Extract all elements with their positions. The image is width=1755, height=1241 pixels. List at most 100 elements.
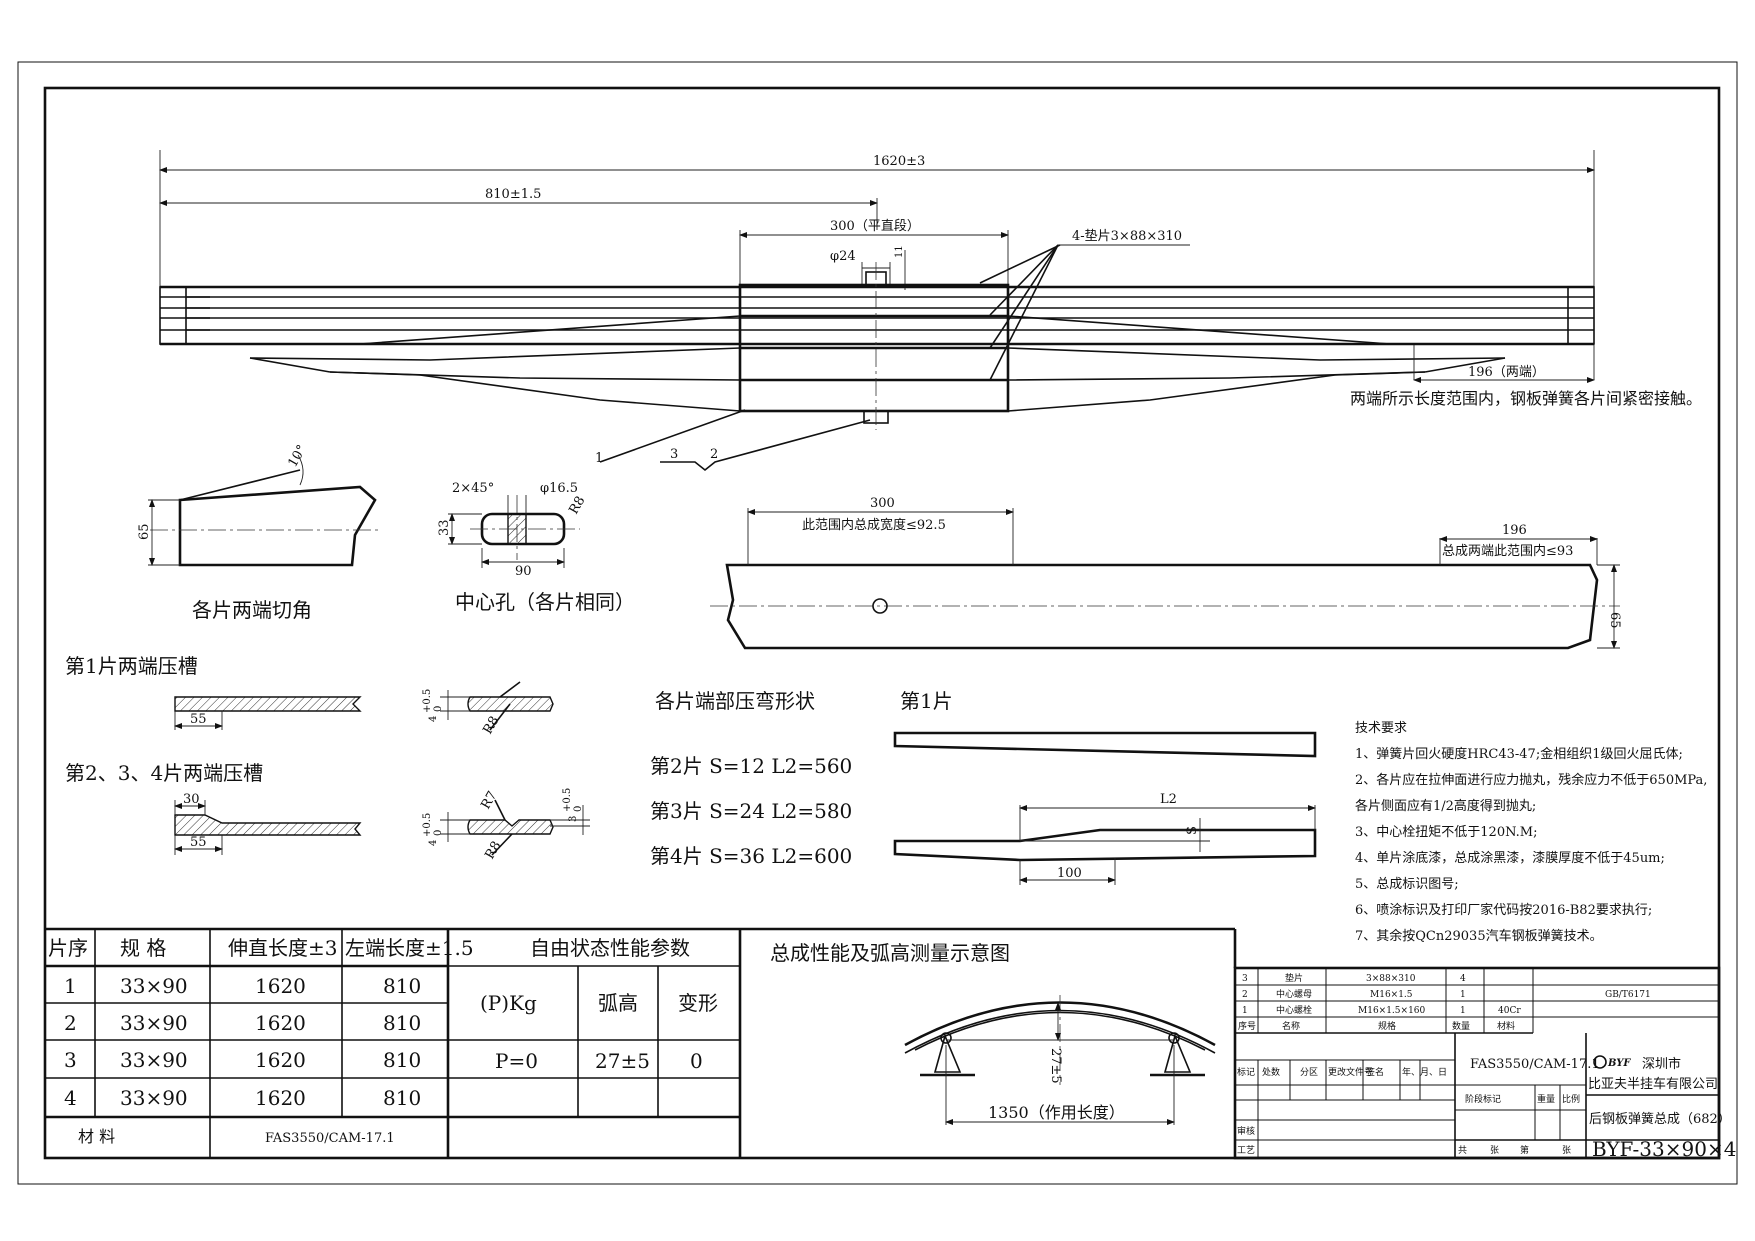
sheet-label: 张 [1562, 1145, 1571, 1156]
perf-val-arc: 27±5 [595, 1049, 650, 1073]
center-hole-chamfer: 2×45° [452, 481, 494, 496]
dim-total-length: 1620±3 [873, 154, 925, 169]
perf-col-arc: 弧高 [598, 991, 638, 1015]
spec-cell: 1620 [255, 974, 306, 998]
groove1-depth: 4 [428, 716, 439, 722]
groove234-radius7: R7 [478, 789, 500, 812]
center-hole-title: 中心孔（各片相同） [455, 590, 635, 614]
sheet-label: 共 [1458, 1145, 1467, 1156]
spec-material-value: FAS3550/CAM-17.1 [265, 1131, 395, 1146]
spec-cell: 33×90 [120, 1011, 188, 1035]
tech-item: 5、总成标识图号; [1355, 877, 1459, 892]
top-view-len-300: 300 [870, 496, 895, 511]
leaf1-len100: 100 [1057, 866, 1082, 881]
logo-text: BYF [1607, 1058, 1631, 1069]
top-view: 300 此范围内总成宽度≤92.5 196 总成两端此范围内≤93 65 [710, 496, 1622, 650]
rev-col: 分区 [1300, 1067, 1318, 1078]
bom-cell: 1 [1242, 1006, 1248, 1016]
groove1-tol: +0.5 [422, 689, 433, 713]
sheet-label: 第 [1520, 1144, 1529, 1156]
center-hole-thickness: 33 [437, 519, 452, 536]
top-view-note-196: 总成两端此范围内≤93 [1442, 543, 1573, 559]
bend-shape-title: 各片端部压弯形状 [655, 689, 815, 713]
inner-frame [43, 86, 1721, 1160]
groove1-title: 第1片两端压槽 [65, 654, 198, 678]
bom-cell: 4 [1460, 974, 1466, 984]
spec-cell: 2 [64, 1011, 77, 1035]
spec-header-index: 片序 [48, 936, 88, 960]
dim-flat-section: 300（平直段） [830, 219, 920, 234]
part-1-label: 1 [595, 451, 603, 466]
groove234-depth: 4 [428, 840, 439, 846]
end-cut-width: 65 [137, 523, 152, 540]
tech-item: 7、其余按QCn29035汽车钢板弹簧技术。 [1355, 928, 1603, 944]
spec-material-label: 材 料 [78, 1127, 115, 1146]
bom-head: 数量 [1452, 1020, 1470, 1032]
spec-cell: 33×90 [120, 974, 188, 998]
dim-bolt-dia: φ24 [830, 249, 856, 264]
perf-val-deform: 0 [690, 1049, 703, 1073]
bom-cell: 1 [1460, 990, 1466, 1000]
perf-val-load: P=0 [495, 1049, 538, 1073]
bend-row-4: 第4片 S=36 L2=600 [650, 844, 852, 868]
title-material: FAS3550/CAM-17.1 [1470, 1057, 1600, 1072]
tech-item: 2、各片应在拉伸面进行应力抛丸，残余应力不低于650MPa, [1355, 772, 1707, 788]
tech-item: 1、弹簧片回火硬度HRC43-47;金相组织1级回火屈氏体; [1355, 746, 1683, 762]
scale-label: 比例 [1562, 1093, 1580, 1105]
company-line1: 深圳市 [1642, 1056, 1681, 1072]
tech-item: 3、中心栓扭矩不低于120N.M; [1355, 825, 1537, 840]
leaf1-shape-view: 第1片 L2 S 100 [893, 689, 1317, 885]
note-ends-contact: 两端所示长度范围内，钢板弹簧各片间紧密接触。 [1350, 389, 1702, 408]
center-hole-dia: φ16.5 [540, 481, 578, 496]
bom-cell: 40Cr [1498, 1006, 1521, 1016]
groove234-tol: +0.5 [422, 813, 433, 837]
label-pads: 4-垫片3×88×310 [1072, 228, 1182, 244]
weight-label: 重量 [1537, 1093, 1555, 1105]
top-view-width: 65 [1607, 612, 1622, 629]
rev-col: 年、月、日 [1402, 1066, 1447, 1078]
spec-header-spec: 规 格 [120, 936, 166, 960]
tech-item: 4、单片涂底漆，总成涂黑漆，漆膜厚度不低于45um; [1355, 850, 1665, 866]
byf-logo-icon [1593, 1055, 1607, 1069]
bom-cell: 3 [1242, 974, 1248, 984]
top-view-len-196: 196 [1502, 523, 1527, 538]
top-view-note-300: 此范围内总成宽度≤92.5 [802, 517, 946, 533]
bom-cell: 垫片 [1285, 972, 1303, 984]
bom-head: 材料 [1497, 1020, 1515, 1032]
arc-diagram: 总成性能及弧高测量示意图 27±5 1350（作用长度） [770, 929, 1237, 1125]
groove-leaf1: 第1片两端压槽 55 +0.5 0 4 R8 [65, 654, 554, 737]
bom-cell: M16×1.5×160 [1358, 1006, 1426, 1016]
groove234-tol2-r: 0 [573, 806, 584, 812]
groove1-len: 55 [190, 712, 207, 727]
spec-cell: 1620 [255, 1086, 306, 1110]
spec-table: 片序 规 格 伸直长度±3 左端长度±1.5 1 33×90 1620 810 … [45, 927, 1235, 1158]
spec-cell: 33×90 [120, 1086, 188, 1110]
spec-header-left: 左端长度±1.5 [345, 936, 474, 960]
spec-cell: 1620 [255, 1048, 306, 1072]
bend-row-3: 第3片 S=24 L2=580 [650, 799, 852, 823]
perf-col-load: (P)Kg [480, 991, 537, 1015]
groove234-len30: 30 [183, 792, 200, 807]
spec-cell: 810 [383, 1086, 421, 1110]
rev-col: 标记 [1237, 1066, 1255, 1078]
spec-cell: 1 [64, 974, 77, 998]
outer-frame [17, 61, 1738, 1185]
bom-cell: 2 [1242, 990, 1248, 1000]
rev-col: 签名 [1366, 1066, 1384, 1078]
center-hole-radius: R8 [566, 494, 588, 517]
end-cut-view: 10° 65 各片两端切角 [137, 443, 380, 622]
leaf1-l2: L2 [1160, 792, 1177, 807]
bom-cell: 3×88×310 [1366, 974, 1416, 984]
bom-head: 名称 [1282, 1020, 1300, 1032]
bend-shape-list: 各片端部压弯形状 第2片 S=12 L2=560 第3片 S=24 L2=580… [650, 689, 852, 868]
center-hole-view: 2×45° φ16.5 R8 33 90 中心孔（各片相同） [437, 481, 635, 614]
groove234-title: 第2、3、4片两端压槽 [65, 761, 263, 785]
stage-label: 阶段标记 [1465, 1093, 1501, 1105]
drawing-name: 后钢板弹簧总成（682） [1589, 1111, 1731, 1127]
company-line2: 比亚夫半挂车有限公司 [1588, 1076, 1718, 1092]
perf-title: 自由状态性能参数 [530, 936, 690, 960]
end-cut-angle: 10° [285, 443, 310, 470]
bom-cell: 中心螺母 [1276, 988, 1312, 1000]
bom-head: 序号 [1238, 1020, 1256, 1032]
